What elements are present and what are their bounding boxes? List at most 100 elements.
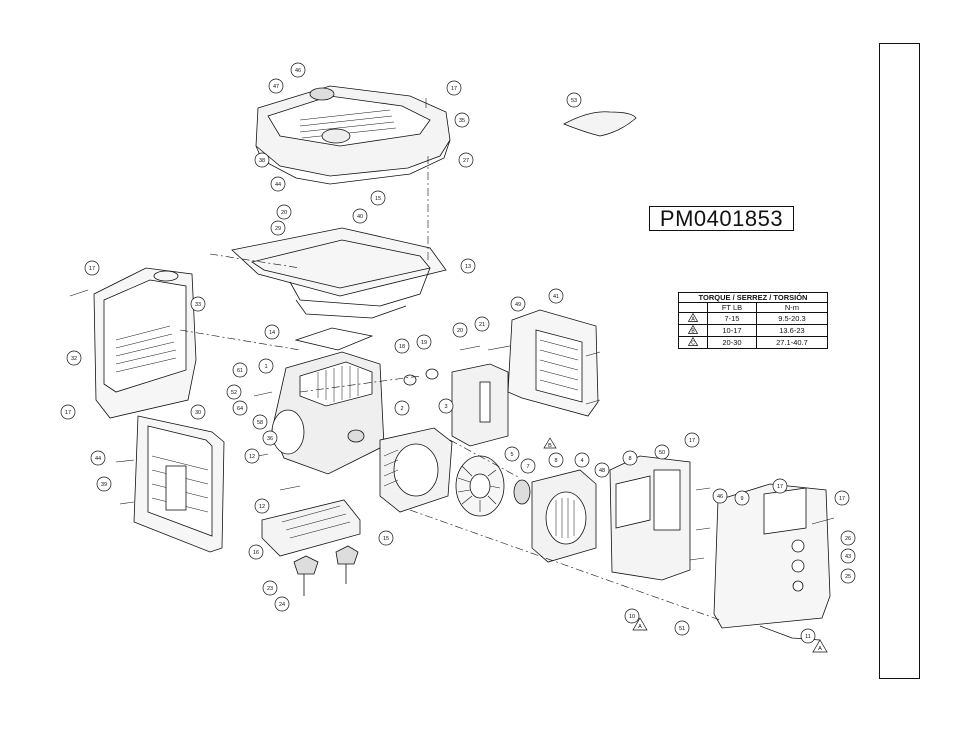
svg-text:64: 64 — [237, 406, 243, 412]
svg-text:20: 20 — [457, 328, 463, 334]
svg-text:4: 4 — [580, 458, 583, 464]
svg-text:12: 12 — [249, 454, 255, 460]
svg-text:17: 17 — [65, 410, 71, 416]
callout-29: 29 — [270, 220, 286, 236]
callout-40: 40 — [352, 208, 368, 224]
callout-50: 50 — [654, 444, 670, 460]
svg-text:A: A — [691, 317, 695, 322]
fuel-tank — [255, 85, 451, 185]
rotor-hub — [513, 479, 531, 505]
callout-17a: 17 — [446, 80, 462, 96]
svg-text:58: 58 — [257, 420, 263, 426]
svg-text:27: 27 — [463, 158, 469, 164]
torque-row: B 10-17 13.6-23 — [677, 324, 829, 337]
svg-text:20: 20 — [281, 210, 287, 216]
callout-8: 8 — [548, 452, 564, 468]
svg-text:44: 44 — [275, 182, 281, 188]
callout-33: 33 — [190, 296, 206, 312]
svg-text:35: 35 — [459, 118, 465, 124]
callout-24: 24 — [274, 596, 290, 612]
callout-9: 9 — [734, 490, 750, 506]
torque-triangle-c-icon: C — [688, 337, 698, 346]
callout-44b: 44 — [90, 450, 106, 466]
svg-text:9: 9 — [740, 496, 743, 502]
svg-text:21: 21 — [479, 322, 485, 328]
callout-48: 48 — [594, 462, 610, 478]
svg-text:15: 15 — [375, 196, 381, 202]
callout-38: 38 — [254, 152, 270, 168]
side-border-panel — [879, 43, 920, 679]
tank-frame-plate — [231, 227, 447, 319]
callout-12b: 12 — [254, 498, 270, 514]
callout-51: 51 — [674, 620, 690, 636]
alignment-lines — [179, 156, 721, 621]
callout-18: 18 — [394, 338, 410, 354]
control-panel — [713, 483, 831, 641]
svg-text:25: 25 — [845, 574, 851, 580]
svg-text:50: 50 — [659, 450, 665, 456]
part-53 — [563, 111, 637, 137]
callout-61: 61 — [232, 362, 248, 378]
torque-markers: B A A — [543, 437, 828, 653]
engine-block — [271, 351, 385, 475]
callout-17e: 17 — [772, 478, 788, 494]
callout-35: 35 — [454, 112, 470, 128]
svg-text:33: 33 — [195, 302, 201, 308]
torque-header-nm: N-m — [755, 302, 829, 313]
callout-21: 21 — [474, 316, 490, 332]
svg-text:10: 10 — [629, 614, 635, 620]
torque-header-mark — [677, 302, 709, 313]
callout-41a: 41 — [548, 288, 564, 304]
callout-20a: 20 — [276, 204, 292, 220]
svg-text:3: 3 — [444, 404, 447, 410]
svg-text:41: 41 — [553, 294, 559, 300]
gasket-plate — [294, 327, 374, 351]
torque-triangle-b-icon: B — [688, 325, 698, 334]
callout-circles: 46 47 17 35 53 38 27 44 15 40 20 29 13 1… — [60, 62, 856, 644]
callout-32: 32 — [66, 350, 82, 366]
svg-text:17: 17 — [777, 484, 783, 490]
torque-table-title: TORQUE / SERREZ / TORSIÓN — [678, 292, 828, 303]
torque-marker-b: B — [543, 437, 557, 449]
callout-27: 27 — [458, 152, 474, 168]
torque-marker-a2: A — [812, 639, 828, 653]
callout-47: 47 — [268, 78, 284, 94]
callout-3: 3 — [438, 398, 454, 414]
svg-text:2: 2 — [400, 406, 403, 412]
callout-39: 39 — [96, 476, 112, 492]
rear-top-panel — [507, 309, 599, 417]
rubber-mounts — [293, 545, 359, 596]
svg-text:B: B — [691, 329, 695, 334]
torque-row: A 7-15 9.5-20.3 — [677, 312, 829, 325]
torque-nm: 27.1-40.7 — [755, 336, 829, 349]
svg-text:32: 32 — [71, 356, 77, 362]
callout-16: 16 — [248, 544, 264, 560]
torque-header-ftlb: FT LB — [707, 302, 757, 313]
svg-text:29: 29 — [275, 226, 281, 232]
svg-text:14: 14 — [269, 330, 275, 336]
svg-text:39: 39 — [101, 482, 107, 488]
callout-12a: 12 — [244, 448, 260, 464]
torque-table: TORQUE / SERREZ / TORSIÓN FT LB N-m A 7-… — [677, 292, 829, 349]
svg-text:8: 8 — [554, 458, 557, 464]
callout-26: 26 — [840, 530, 856, 546]
torque-triangle-a-icon: A — [688, 313, 698, 322]
svg-text:11: 11 — [805, 634, 811, 640]
svg-text:17: 17 — [89, 266, 95, 272]
svg-text:13: 13 — [465, 264, 471, 270]
callout-17f: 17 — [834, 490, 850, 506]
callout-49: 49 — [510, 296, 526, 312]
callout-43: 43 — [840, 548, 856, 564]
callout-46: 46 — [290, 62, 306, 78]
callout-7: 7 — [520, 458, 536, 474]
callout-11: 11 — [800, 628, 816, 644]
callout-15b: 15 — [378, 530, 394, 546]
inverter-module — [609, 455, 691, 581]
callout-15a: 15 — [370, 190, 386, 206]
svg-text:A: A — [638, 624, 642, 630]
svg-text:1: 1 — [264, 364, 267, 370]
svg-text:8: 8 — [628, 456, 631, 462]
torque-ftlb: 10-17 — [707, 324, 757, 337]
callout-17d: 17 — [684, 432, 700, 448]
